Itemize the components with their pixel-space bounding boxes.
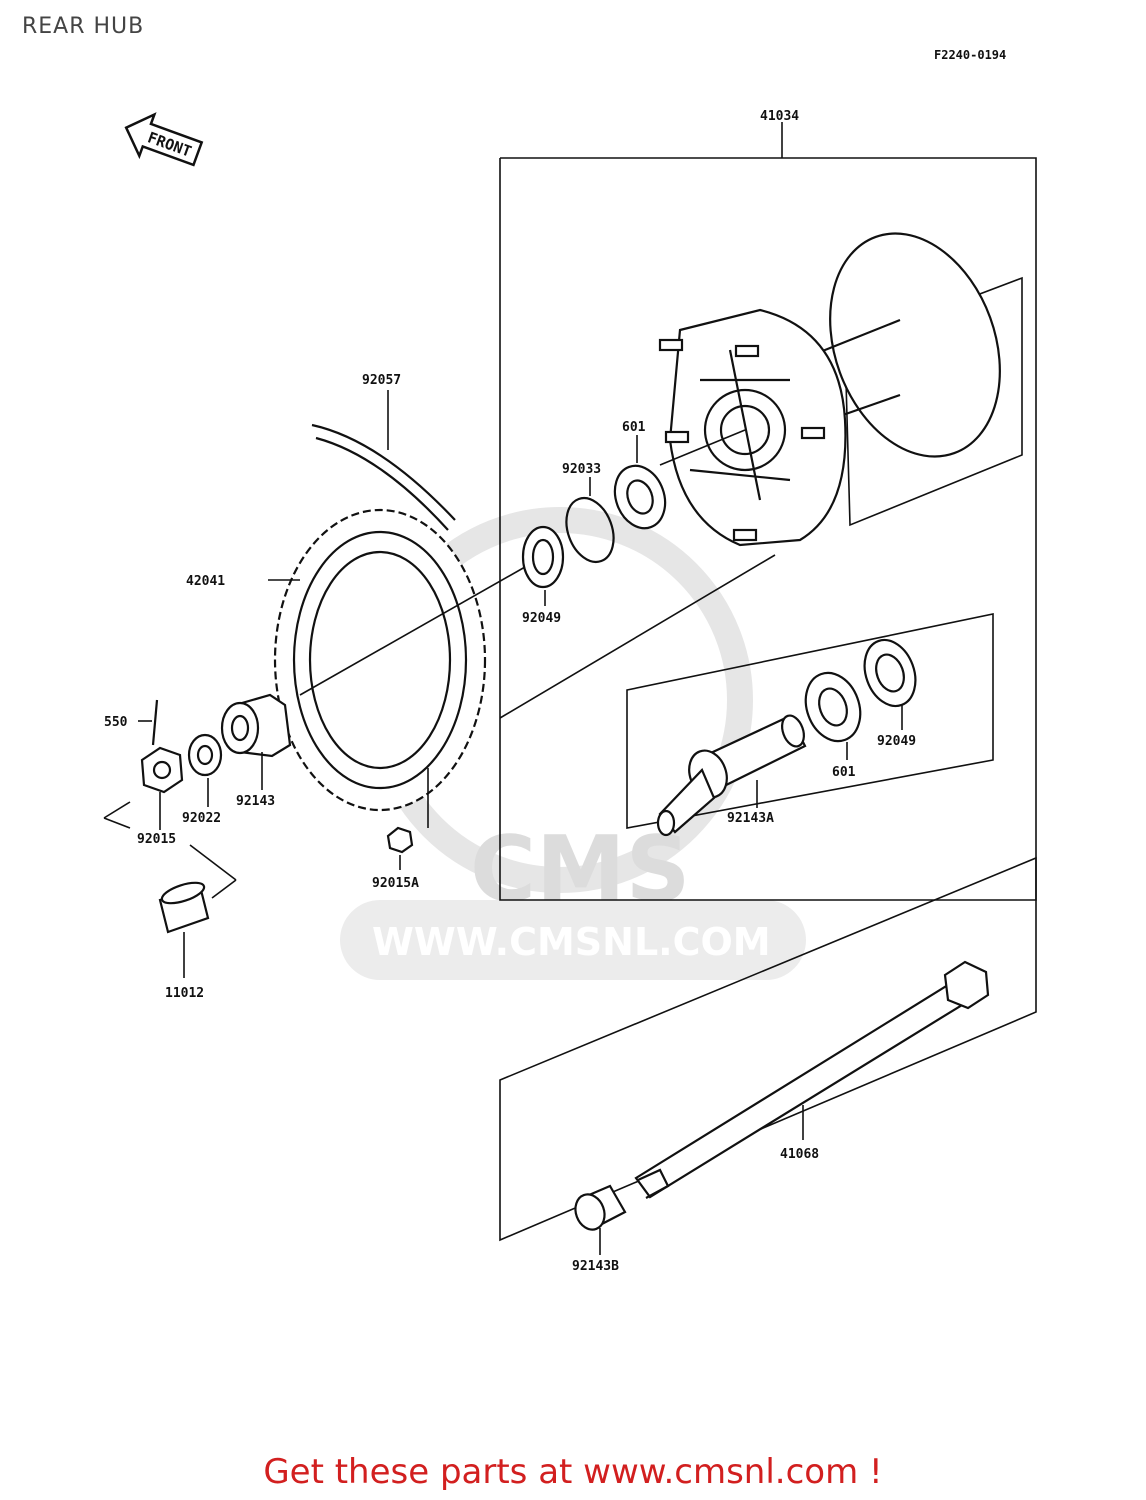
part-label-92049-upper: 92049 xyxy=(522,611,561,626)
axle-box xyxy=(499,856,1037,1242)
hub-body xyxy=(658,232,1023,547)
part-label-601-upper: 601 xyxy=(622,420,646,435)
collar-spacer xyxy=(656,714,807,837)
bearing-upper xyxy=(613,464,667,530)
collar-b xyxy=(574,1184,627,1231)
part-label-41034: 41034 xyxy=(760,109,799,124)
part-label-41068: 41068 xyxy=(780,1147,819,1162)
watermark: CMS WWW.CMSNL.COM xyxy=(340,507,806,980)
watermark-url: WWW.CMSNL.COM xyxy=(372,920,771,964)
part-label-92033: 92033 xyxy=(562,462,601,477)
collar xyxy=(220,693,292,758)
front-arrow-icon: FRONT xyxy=(124,112,204,167)
diagram-code: F2240-0194 xyxy=(934,48,1007,62)
sprocket-nut xyxy=(386,826,414,854)
part-label-550: 550 xyxy=(104,715,128,730)
part-label-11012: 11012 xyxy=(165,986,204,1001)
part-label-92143: 92143 xyxy=(236,794,275,809)
sprocket xyxy=(273,508,487,812)
drive-chain xyxy=(311,390,456,531)
oil-seal-lower xyxy=(863,638,917,708)
part-label-92022: 92022 xyxy=(182,811,221,826)
inner-parts-box xyxy=(626,613,994,829)
bearing-lower xyxy=(804,671,862,743)
hub-studs xyxy=(658,338,826,542)
page-title: REAR HUB xyxy=(22,14,145,39)
washer xyxy=(187,733,223,777)
axle xyxy=(634,960,990,1199)
part-label-92049-lower: 92049 xyxy=(877,734,916,749)
hub-assembly-box xyxy=(499,122,1037,901)
footer-link[interactable]: Get these parts at www.cmsnl.com ! xyxy=(263,1452,883,1492)
part-label-92057: 92057 xyxy=(362,373,401,388)
castle-nut xyxy=(140,746,184,794)
part-label-92015A: 92015A xyxy=(372,876,419,891)
part-label-42041: 42041 xyxy=(186,574,225,589)
oil-seal-upper xyxy=(521,525,565,589)
part-label-92143B: 92143B xyxy=(572,1259,619,1274)
part-label-92143A: 92143A xyxy=(727,811,774,826)
part-label-92015: 92015 xyxy=(137,832,176,847)
part-label-601-lower: 601 xyxy=(832,765,856,780)
cap xyxy=(158,881,210,934)
cotter-pin xyxy=(151,699,159,746)
circlip xyxy=(565,496,615,564)
